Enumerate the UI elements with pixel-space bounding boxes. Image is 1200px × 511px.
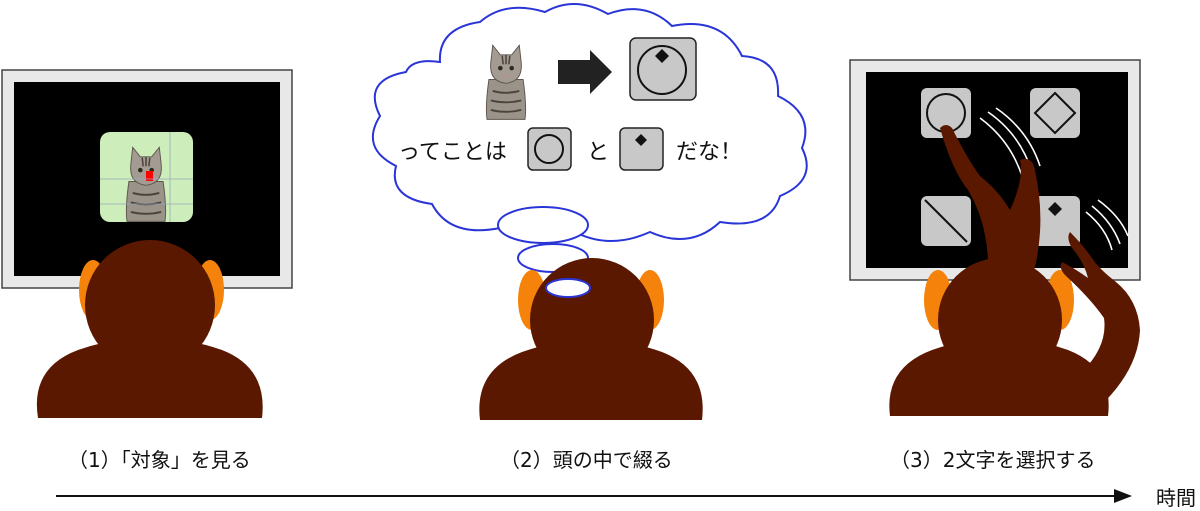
key-diamond[interactable] (1030, 88, 1080, 138)
time-label: 時間 (1156, 486, 1196, 510)
diamond-symbol-icon (619, 127, 664, 171)
gaze-marker (146, 171, 153, 181)
circle-symbol-icon (527, 127, 572, 171)
right-arm (1060, 232, 1140, 410)
thought-connector: と (587, 140, 610, 165)
thought-cloud (371, 3, 808, 242)
arrow-right-icon (558, 50, 612, 94)
head (530, 258, 654, 382)
key-small-diamond[interactable] (1030, 196, 1080, 246)
key-slash[interactable] (921, 196, 971, 246)
step-2-caption: （2）頭の中で綴る (500, 448, 673, 472)
person-1 (36, 240, 263, 418)
shoulders (36, 338, 263, 418)
step-2-illustration (371, 3, 808, 420)
cat-photo-icon (485, 44, 527, 121)
person-2 (479, 258, 703, 420)
thought-bubble-large (497, 206, 589, 244)
step-1-caption: （1）「対象」を見る (68, 448, 251, 472)
timeline (56, 489, 1132, 503)
thought-suffix: だな！ (676, 140, 743, 165)
thought-origin (545, 278, 591, 298)
circle-diamond-symbol-icon (629, 37, 697, 101)
step-3-illustration (849, 59, 1141, 416)
left-arm (940, 125, 1041, 270)
time-arrowhead (1114, 489, 1132, 503)
head (85, 240, 215, 370)
head (938, 258, 1062, 382)
cat-photo-icon (125, 146, 167, 223)
thought-prefix: ってことは (398, 140, 507, 165)
person-3 (889, 125, 1140, 416)
step-1-illustration (1, 69, 293, 418)
step-3-caption: （3）2文字を選択する (890, 448, 1096, 472)
